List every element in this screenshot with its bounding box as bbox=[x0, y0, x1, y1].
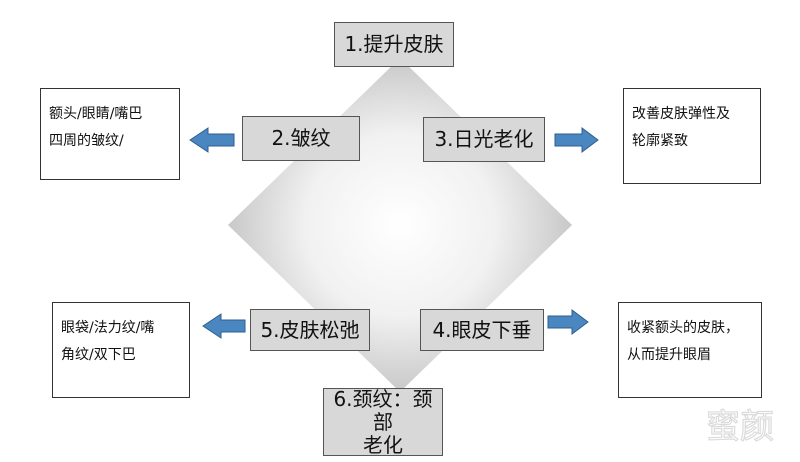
item-wrinkles-box: 2.皱纹 bbox=[242, 116, 360, 161]
watermark-text: 蜜颜 bbox=[706, 407, 774, 447]
item-sagging-box: 5.皮肤松弛 bbox=[250, 309, 370, 351]
item-lift-box: 1.提升皮肤 bbox=[334, 22, 454, 67]
arrow-left-wrinkles bbox=[189, 127, 235, 153]
item-photoaging-box: 3.日光老化 bbox=[423, 117, 545, 162]
watermark-logo: 蜜颜 bbox=[705, 406, 774, 447]
item-droop-box: 4.眼皮下垂 bbox=[420, 309, 544, 351]
note-wrinkles: 额头/眼睛/嘴巴 四周的皱纹/ bbox=[40, 88, 180, 180]
note-sagging: 眼袋/法力纹/嘴 角纹/双下巴 bbox=[52, 302, 190, 398]
arrow-right-photoaging bbox=[554, 127, 599, 153]
arrow-right-droop bbox=[547, 309, 589, 335]
arrow-left-sagging bbox=[202, 313, 246, 339]
note-droop: 收紧额头的皮肤， 从而提升眼眉 bbox=[618, 302, 762, 398]
note-photoaging: 改善皮肤弹性及 轮廓紧致 bbox=[623, 88, 761, 184]
item-neck-box: 6.颈纹：颈部 老化 bbox=[323, 387, 443, 456]
